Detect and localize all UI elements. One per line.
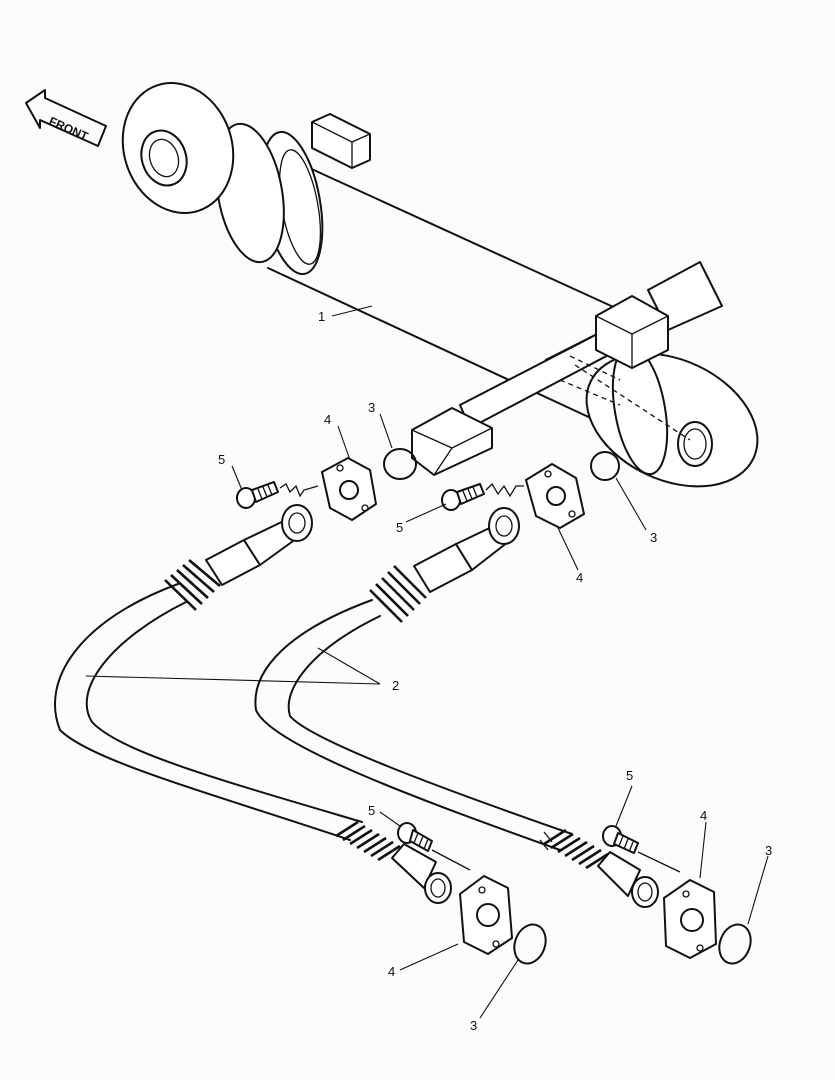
callout-3d: 3 [470,1018,477,1033]
front-arrow-icon: FRONT [25,89,107,147]
flange-half-top-left [321,457,377,521]
callout-5c: 5 [626,768,633,783]
callout-1: 1 [318,309,325,324]
hose-assembly-right [254,507,659,908]
o-ring-bottom-right [718,923,752,965]
cap-screw-bottom-left [397,822,471,871]
callout-4b: 4 [576,570,583,585]
hydraulic-cylinder [121,82,759,488]
cap-screw-top-left [236,481,319,509]
o-ring-bottom-left [513,923,547,965]
callout-4d: 4 [388,964,395,979]
callouts: 1 2 3 3 3 3 4 4 4 4 5 5 5 5 [218,309,772,1033]
callout-3c: 3 [765,843,772,858]
hose-assembly-left [54,504,452,904]
callout-5a: 5 [218,452,225,467]
flange-half-bottom-right [663,879,717,959]
flange-half-bottom-left [459,875,513,955]
cap-screw-top-right [441,482,524,511]
callout-4c: 4 [700,808,707,823]
o-ring-top-right [590,451,620,481]
leader-lines [85,305,769,1019]
callout-4a: 4 [324,412,331,427]
callout-2: 2 [392,678,399,693]
cap-screw-bottom-right [602,825,681,873]
callout-5d: 5 [368,803,375,818]
callout-3b: 3 [650,530,657,545]
callout-5b: 5 [396,520,403,535]
front-label: FRONT [47,114,91,144]
flange-half-top-right [525,463,585,529]
callout-3a: 3 [368,400,375,415]
o-ring-top-left [383,448,417,480]
